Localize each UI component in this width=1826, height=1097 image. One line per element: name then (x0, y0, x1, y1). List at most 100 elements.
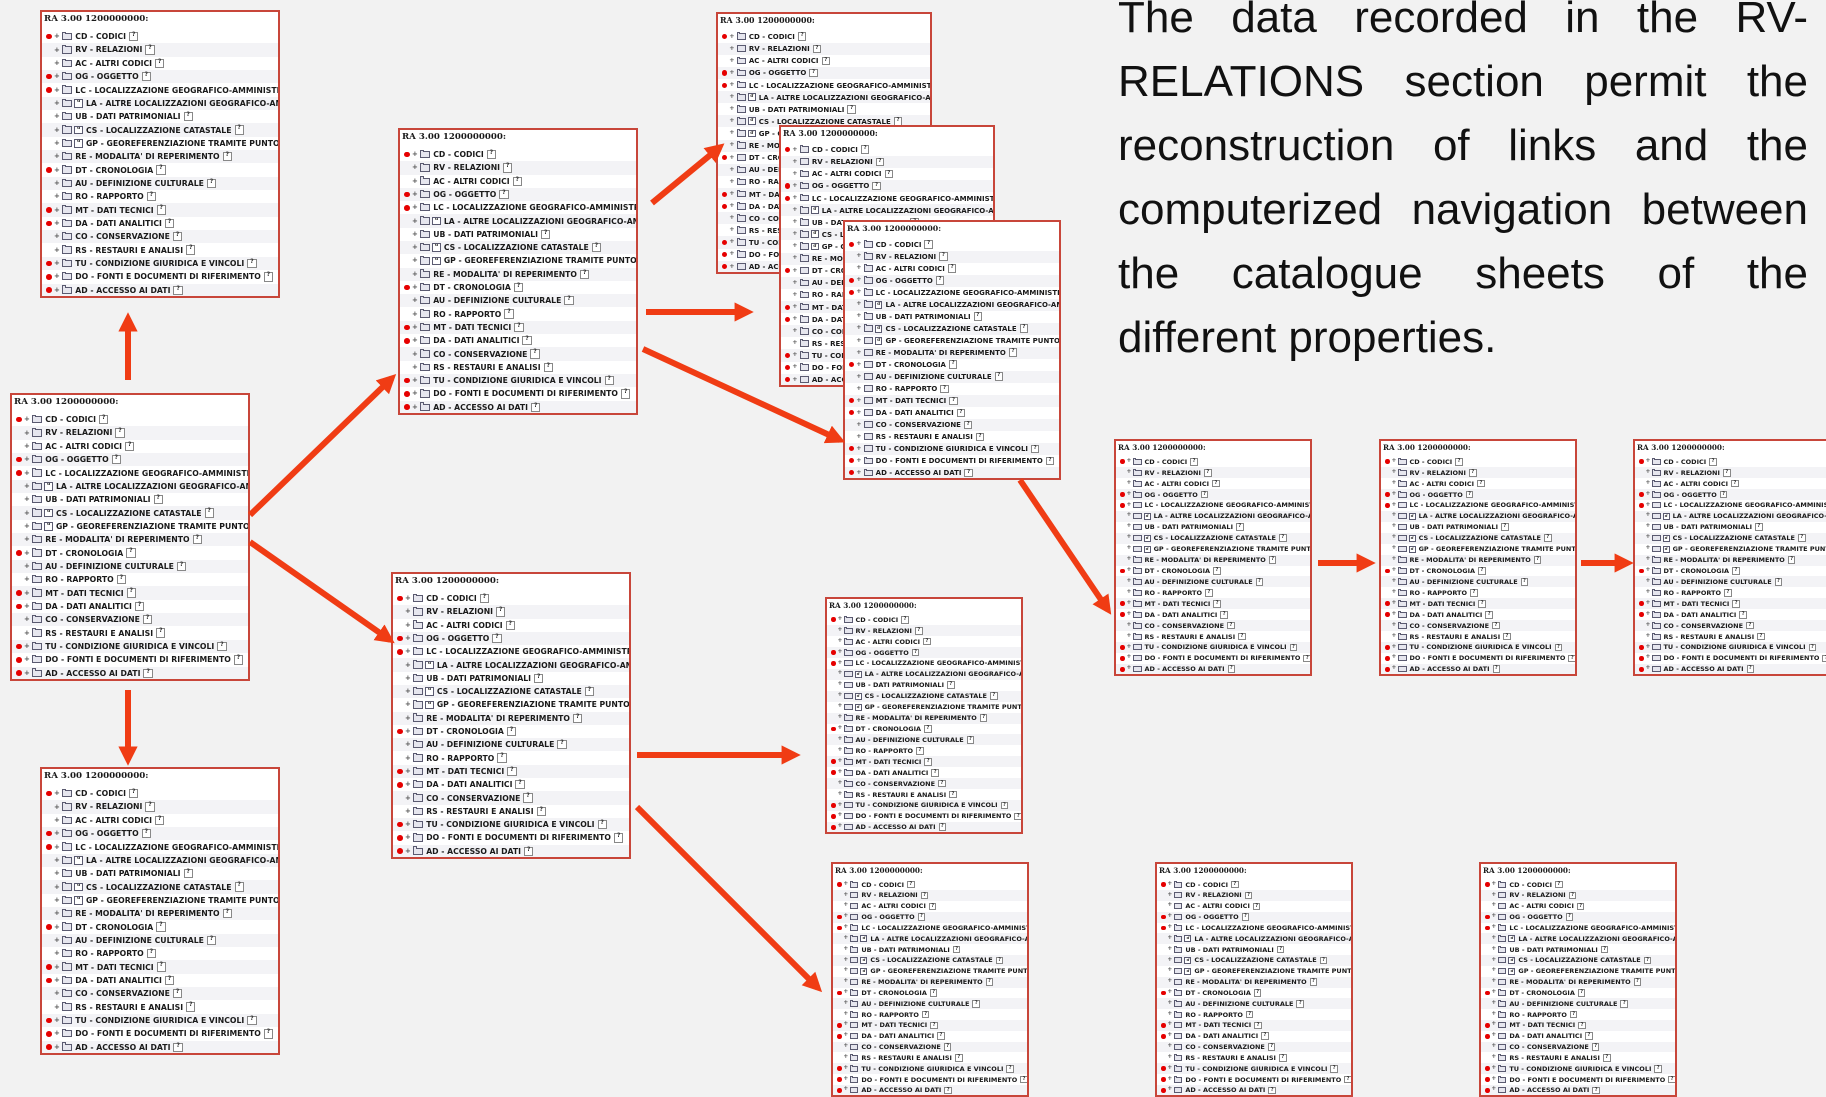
help-icon[interactable]: ? (579, 269, 590, 279)
expand-icon[interactable]: + (1491, 1064, 1497, 1071)
help-icon[interactable]: ? (507, 766, 517, 777)
expand-icon[interactable]: + (1391, 490, 1397, 497)
sheet-row-gp[interactable]: +ďGP - GEOREFERENZIAZIONE TRAMITE PUNTO? (833, 966, 1027, 977)
sheet-row-do[interactable]: +DO - FONTI E DOCUMENTI DI RIFERIMENTO? (400, 387, 636, 400)
copy-icon[interactable]: ď (432, 243, 441, 252)
sheet-row-ro[interactable]: +RO - RAPPORTO? (845, 383, 1059, 395)
sheet-row-ro[interactable]: +RO - RAPPORTO? (1116, 587, 1310, 598)
sheet-row-ad[interactable]: +AD - ACCESSO AI DATI? (393, 844, 629, 857)
help-icon[interactable]: ? (1213, 567, 1221, 575)
sheet-row-mt[interactable]: +MT - DATI TECNICI? (1157, 1019, 1351, 1031)
expand-icon[interactable]: + (1645, 567, 1651, 574)
sheet-row-ro[interactable]: +RO - RAPPORTO? (12, 573, 248, 586)
expand-icon[interactable]: + (404, 846, 411, 855)
help-icon[interactable]: ? (1568, 654, 1575, 663)
help-icon[interactable]: ? (1045, 456, 1055, 465)
expand-icon[interactable]: + (411, 362, 418, 371)
sheet-row-og[interactable]: +OG - OGGETTO? (42, 70, 278, 84)
expand-icon[interactable]: + (54, 32, 60, 41)
sheet-row-gp[interactable]: +ďGP - GEOREFERENZIAZIONE TRAMITE PUNTO? (1116, 544, 1310, 555)
expand-icon[interactable]: + (404, 753, 411, 762)
expand-icon[interactable]: + (792, 327, 798, 335)
copy-icon[interactable]: ď (425, 660, 434, 670)
sheet-row-cd[interactable]: +CD - CODICI? (12, 413, 248, 426)
expand-icon[interactable]: + (843, 913, 849, 920)
expand-icon[interactable]: + (54, 855, 60, 864)
copy-icon[interactable]: ď (854, 670, 862, 678)
expand-icon[interactable]: + (411, 402, 418, 411)
help-icon[interactable]: ? (115, 428, 125, 438)
sheet-row-mt[interactable]: +MT - DATI TECNICI? (393, 764, 629, 779)
expand-icon[interactable]: + (1126, 567, 1132, 574)
help-icon[interactable]: ? (956, 408, 966, 417)
help-icon[interactable]: ? (1600, 945, 1609, 954)
sheet-row-da[interactable]: +DA - DATI ANALITICI? (1381, 609, 1575, 620)
help-icon[interactable]: ? (143, 668, 153, 678)
help-icon[interactable]: ? (186, 245, 196, 255)
sheet-row-cd[interactable]: +CD - CODICI? (833, 879, 1027, 890)
sheet-row-cd[interactable]: +CD - CODICI? (42, 787, 278, 800)
help-icon[interactable]: ? (1503, 632, 1511, 641)
expand-icon[interactable]: + (1391, 512, 1397, 519)
expand-icon[interactable]: + (792, 302, 798, 310)
help-icon[interactable]: ? (263, 1029, 274, 1039)
sheet-row-dt[interactable]: +DT - CRONOLOGIA? (827, 724, 1021, 735)
expand-icon[interactable]: + (837, 714, 843, 721)
expand-icon[interactable]: + (792, 254, 798, 262)
help-icon[interactable]: ? (1200, 490, 1209, 499)
expand-icon[interactable]: + (729, 153, 735, 161)
help-icon[interactable]: ? (1797, 534, 1806, 543)
expand-icon[interactable]: + (1645, 577, 1651, 584)
sheet-row-mt[interactable]: +MT - DATI TECNICI? (42, 203, 278, 217)
help-icon[interactable]: ? (1254, 1021, 1262, 1030)
sheet-row-ro[interactable]: +RO - RAPPORTO? (42, 190, 278, 203)
copy-icon[interactable]: ď (1184, 935, 1192, 943)
sheet-row-ac[interactable]: +AC - ALTRI CODICI? (718, 55, 930, 67)
expand-icon[interactable]: + (1126, 588, 1132, 595)
expand-icon[interactable]: + (1391, 599, 1397, 606)
expand-icon[interactable]: + (1645, 523, 1651, 530)
expand-icon[interactable]: + (24, 668, 30, 677)
help-icon[interactable]: ? (1000, 801, 1009, 810)
copy-icon[interactable]: ď (425, 700, 434, 710)
expand-icon[interactable]: + (1491, 988, 1497, 995)
help-icon[interactable]: ? (111, 455, 121, 465)
help-icon[interactable]: ? (1654, 1064, 1662, 1073)
sheet-row-co[interactable]: +CO - CONSERVAZIONE? (42, 987, 278, 1001)
help-icon[interactable]: ? (1470, 589, 1478, 597)
help-icon[interactable]: ? (1252, 902, 1261, 911)
help-icon[interactable]: ? (1478, 599, 1486, 608)
sheet-row-rs[interactable]: +RS - RESTAURI E ANALISI? (393, 805, 629, 818)
expand-icon[interactable]: + (1167, 1021, 1173, 1028)
help-icon[interactable]: ? (1520, 578, 1529, 586)
sheet-row-ub[interactable]: +UB - DATI PATRIMONIALI? (833, 944, 1027, 955)
sheet-row-au[interactable]: +AU - DEFINIZIONE CULTURALE? (833, 998, 1027, 1010)
sheet-row-og[interactable]: +OG - OGGETTO? (1381, 489, 1575, 500)
sheet-row-dt[interactable]: +DT - CRONOLOGIA? (1635, 566, 1826, 577)
help-icon[interactable]: ? (1578, 1021, 1586, 1030)
expand-icon[interactable]: + (792, 363, 798, 371)
expand-icon[interactable]: + (1126, 610, 1132, 617)
expand-icon[interactable]: + (1491, 1021, 1497, 1028)
sheet-row-ad[interactable]: +AD - ACCESSO AI DATI? (400, 400, 636, 413)
expand-icon[interactable]: + (1126, 654, 1132, 661)
sheet-row-au[interactable]: +AU - DEFINIZIONE CULTURALE? (12, 559, 248, 574)
expand-icon[interactable]: + (792, 351, 798, 359)
sheet-row-lc[interactable]: +LC - LOCALIZZAZIONE GEOGRAFICO-AMMINIST… (827, 658, 1021, 669)
expand-icon[interactable]: + (792, 230, 798, 238)
sheet-row-tu[interactable]: +TU - CONDIZIONE GIURIDICA E VINCOLI? (42, 256, 278, 271)
expand-icon[interactable]: + (729, 238, 735, 246)
help-icon[interactable]: ? (492, 633, 502, 644)
expand-icon[interactable]: + (1167, 1086, 1173, 1093)
help-icon[interactable]: ? (995, 956, 1004, 965)
help-icon[interactable]: ? (557, 740, 567, 750)
expand-icon[interactable]: + (843, 1043, 849, 1050)
copy-icon[interactable]: ď (1508, 956, 1516, 964)
expand-icon[interactable]: + (1491, 1053, 1497, 1060)
expand-icon[interactable]: + (54, 152, 60, 161)
help-icon[interactable]: ? (975, 432, 985, 441)
